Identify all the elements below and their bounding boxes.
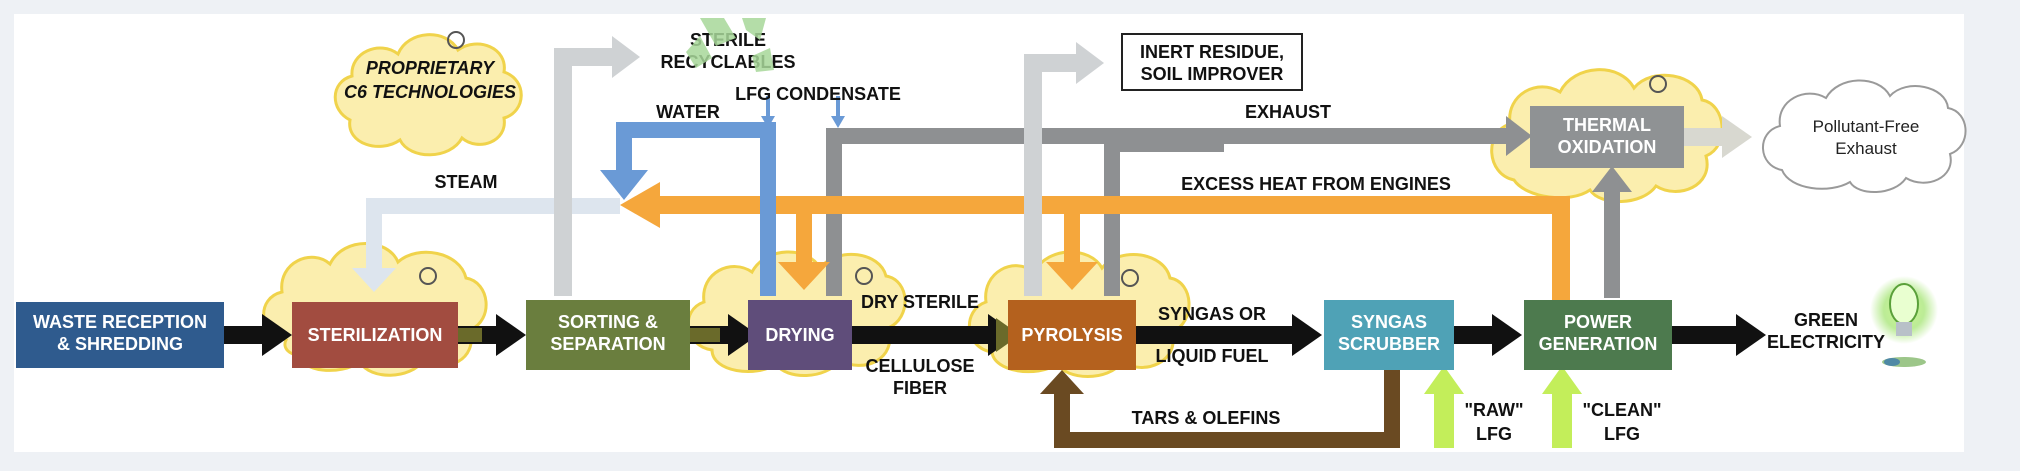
excess-heat-flow — [620, 182, 1570, 300]
green-electricity-line-2: ELECTRICITY — [1767, 332, 1885, 352]
power-line-1: POWER — [1564, 312, 1632, 332]
box-inert-residue: INERT RESIDUE, SOIL IMPROVER — [1121, 33, 1303, 91]
raw-lfg-line-2: LFG — [1476, 424, 1512, 444]
clean-lfg-line-2: LFG — [1604, 424, 1640, 444]
tars-label: TARS & OLEFINS — [1132, 408, 1281, 428]
raw-lfg-line-1: "RAW" — [1464, 400, 1523, 420]
steam-label: STEAM — [435, 172, 498, 192]
residue-flow — [1024, 42, 1104, 296]
green-electricity-line-1: GREEN — [1794, 310, 1858, 330]
inert-residue-line-1: INERT RESIDUE, — [1140, 42, 1284, 62]
proprietary-line-1: PROPRIETARY — [366, 58, 496, 78]
water-label: WATER — [656, 102, 720, 122]
clean-lfg-line-1: "CLEAN" — [1582, 400, 1661, 420]
sorting-line-2: SEPARATION — [550, 334, 665, 354]
inert-residue-line-2: SOIL IMPROVER — [1141, 64, 1284, 84]
sterile-recyclables-line-2: RECYCLABLES — [660, 52, 795, 72]
recycle-icon — [686, 18, 774, 72]
syngas-line-1: SYNGAS OR — [1158, 304, 1266, 324]
lfg-condensate-label: LFG CONDENSATE — [735, 84, 901, 104]
sorting-line-1: SORTING & — [558, 312, 658, 332]
box-waste-reception: WASTE RECEPTION & SHREDDING — [16, 302, 224, 368]
exhaust-label: EXHAUST — [1245, 102, 1331, 122]
tars-flow — [1040, 368, 1400, 448]
scrubber-line-2: SCRUBBER — [1338, 334, 1440, 354]
box-sorting: SORTING & SEPARATION — [526, 300, 690, 370]
power-line-2: GENERATION — [1539, 334, 1658, 354]
excess-heat-label: EXCESS HEAT FROM ENGINES — [1181, 174, 1451, 194]
syngas-line-2: LIQUID FUEL — [1156, 346, 1269, 366]
main-flow — [224, 314, 1766, 356]
box-pyrolysis: PYROLYSIS — [1008, 300, 1136, 370]
pyrolysis-label: PYROLYSIS — [1021, 325, 1122, 345]
thermal-output — [1592, 116, 1752, 298]
waste-reception-line-1: WASTE RECEPTION — [33, 312, 207, 332]
thermal-line-2: OXIDATION — [1558, 137, 1657, 157]
dry-sterile-line-3: FIBER — [893, 378, 947, 398]
box-drying: DRYING — [748, 300, 852, 370]
pollutant-free-line-2: Exhaust — [1835, 139, 1897, 158]
dry-sterile-line-1: DRY STERILE — [861, 292, 979, 312]
exhaust-flow — [826, 116, 1532, 296]
dry-sterile-line-2: CELLULOSE — [865, 356, 974, 376]
box-syngas-scrubber: SYNGAS SCRUBBER — [1324, 300, 1454, 370]
scrubber-line-1: SYNGAS — [1351, 312, 1427, 332]
box-power-generation: POWER GENERATION — [1524, 300, 1672, 370]
lfg-arrows — [1424, 366, 1582, 448]
proprietary-line-2: C6 TECHNOLOGIES — [344, 82, 516, 102]
cloud-pollutant-free — [1762, 79, 1967, 194]
cloud-proprietary — [333, 33, 523, 157]
water-flow — [600, 122, 776, 296]
waste-reception-line-2: & SHREDDING — [57, 334, 183, 354]
box-sterilization: STERILIZATION — [292, 302, 458, 368]
pollutant-free-line-1: Pollutant-Free — [1813, 117, 1920, 136]
drying-label: DRYING — [765, 325, 834, 345]
recyclables-flow — [554, 36, 640, 296]
sterilization-label: STERILIZATION — [308, 325, 443, 345]
light-bulb-icon — [1870, 276, 1938, 367]
c6-logo-icon — [419, 31, 1667, 287]
condensate-arrows — [761, 96, 845, 128]
box-thermal-oxidation: THERMAL OXIDATION — [1530, 106, 1684, 168]
thermal-line-1: THERMAL — [1563, 115, 1651, 135]
